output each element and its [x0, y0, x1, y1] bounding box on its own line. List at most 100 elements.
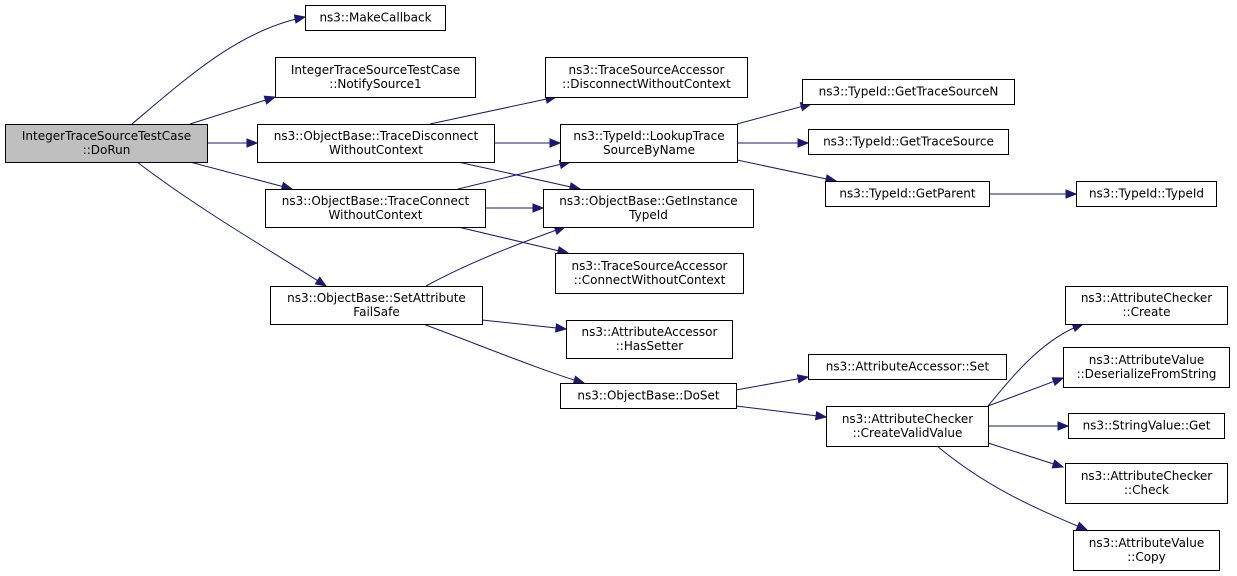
arrowhead-icon [1051, 459, 1065, 469]
node-label-line: ns3::TypeId::GetParent [839, 187, 975, 201]
node-gettracesource[interactable]: ns3::TypeId::GetTraceSource [808, 129, 1009, 155]
node-box [1063, 347, 1230, 388]
call-graph-edges [131, 14, 1089, 531]
node-gettracesourcen[interactable]: ns3::TypeId::GetTraceSourceN [802, 79, 1015, 105]
node-label-line: ns3::AttributeChecker [1081, 469, 1212, 483]
node-box [555, 253, 744, 294]
node-box [566, 320, 733, 359]
node-label-line: ns3::AttributeAccessor [582, 325, 718, 339]
arrowhead-icon [293, 14, 307, 24]
node-doset[interactable]: ns3::ObjectBase::DoSet [560, 383, 737, 409]
arrowhead-icon [1065, 189, 1078, 199]
node-label-line: ns3::TypeId::GetTraceSourceN [819, 85, 999, 99]
node-label-line: WithoutContext [329, 143, 423, 157]
arrowhead-icon [1051, 377, 1065, 387]
node-box [826, 406, 989, 447]
edge-setattrfailsafe-to-doset [422, 323, 586, 385]
node-dorun: IntegerTraceSourceTestCase::DoRun [5, 124, 208, 163]
edge-setattrfailsafe-to-hassetter [481, 319, 568, 333]
arrowhead-icon [572, 375, 586, 385]
edge-dorun-to-setattrfailsafe [136, 161, 328, 287]
arrowhead-icon [1057, 421, 1070, 431]
edge-createvalidvalue-to-checkercreate [987, 323, 1085, 407]
node-box [808, 354, 1007, 380]
arrowhead-icon [314, 276, 328, 287]
node-label-line: ns3::StringValue::Get [1083, 419, 1211, 433]
node-label-line: FailSafe [353, 305, 399, 319]
node-label-line: ::DeserializeFromString [1077, 367, 1217, 381]
node-traceconnect[interactable]: ns3::ObjectBase::TraceConnectWithoutCont… [265, 189, 486, 228]
edge-traceconnect-to-getinstancetypeid [485, 203, 545, 213]
node-box [1073, 530, 1220, 571]
node-box [5, 124, 208, 163]
node-checkercheck[interactable]: ns3::AttributeChecker::Check [1065, 463, 1228, 504]
node-box [270, 286, 483, 325]
node-box [305, 5, 446, 31]
node-box [808, 129, 1009, 155]
node-accessorset[interactable]: ns3::AttributeAccessor::Set [808, 354, 1007, 380]
node-label-line: ns3::TraceSourceAccessor [572, 259, 728, 273]
node-notifysource1[interactable]: IntegerTraceSourceTestCase::NotifySource… [275, 57, 476, 98]
node-checkercreate[interactable]: ns3::AttributeChecker::Create [1065, 286, 1228, 325]
node-label-line: ::Create [1123, 305, 1171, 319]
edge-createvalidvalue-to-checkercheck [987, 442, 1065, 469]
call-graph-nodes: IntegerTraceSourceTestCase::DoRun ns3::Ma… [5, 5, 1230, 571]
edge-lookuptrace-to-getparent [736, 159, 838, 184]
node-label-line: ::ConnectWithoutContext [574, 273, 726, 287]
node-label-line: IntegerTraceSourceTestCase [291, 63, 460, 77]
node-label-line: ns3::TypeId::GetTraceSource [823, 135, 994, 149]
node-label-line: SourceByName [603, 143, 695, 157]
node-typeid[interactable]: ns3::TypeId::TypeId [1076, 181, 1217, 207]
node-box [545, 57, 748, 98]
node-tracedisconnect[interactable]: ns3::ObjectBase::TraceDisconnectWithoutC… [257, 124, 495, 163]
node-hassetter[interactable]: ns3::AttributeAccessor::HasSetter [566, 320, 733, 359]
node-label-line: ns3::ObjectBase::TraceConnect [282, 194, 470, 208]
node-label-line: WithoutContext [329, 208, 423, 222]
node-box [1065, 463, 1228, 504]
node-box [825, 181, 990, 207]
node-label-line: ns3::AttributeChecker [1081, 291, 1212, 305]
edge-createvalidvalue-to-deserialize [987, 377, 1065, 407]
node-box [257, 124, 495, 163]
node-label-line: ::DoRun [83, 143, 131, 157]
node-label-line: ns3::TypeId::TypeId [1089, 187, 1204, 201]
node-label-line: ::CreateValidValue [853, 426, 963, 440]
node-box [543, 189, 754, 228]
arrowhead-icon [246, 138, 259, 148]
node-label-line: ns3::ObjectBase::DoSet [577, 389, 720, 403]
node-box [1068, 413, 1225, 439]
edge-tracedisconnect-to-tsa_disconnect [429, 94, 558, 125]
edge-dorun-to-makecallback [131, 14, 307, 125]
node-makecallback[interactable]: ns3::MakeCallback [305, 5, 446, 31]
edge-traceconnect-to-tsa_connect [457, 226, 570, 256]
arrowhead-icon [532, 203, 545, 213]
node-label-line: ns3::AttributeValue [1089, 536, 1205, 550]
node-label-line: ns3::TraceSourceAccessor [569, 63, 725, 77]
node-createvalidvalue[interactable]: ns3::AttributeChecker::CreateValidValue [826, 406, 989, 447]
node-getparent[interactable]: ns3::TypeId::GetParent [825, 181, 990, 207]
node-box [560, 124, 738, 163]
node-label-line: ::NotifySource1 [329, 77, 421, 91]
node-box [802, 79, 1015, 105]
node-valuecopy[interactable]: ns3::AttributeValue::Copy [1073, 530, 1220, 571]
node-tsa-connect[interactable]: ns3::TraceSourceAccessor::ConnectWithout… [555, 253, 744, 294]
node-label-line: IntegerTraceSourceTestCase [22, 129, 191, 143]
node-deserialize[interactable]: ns3::AttributeValue::DeserializeFromStri… [1063, 347, 1230, 388]
node-box [560, 383, 737, 409]
node-tsa-disconnect[interactable]: ns3::TraceSourceAccessor::DisconnectWith… [545, 57, 748, 98]
edge-getparent-to-typeid [989, 189, 1078, 199]
edge-createvalidvalue-to-stringvalueget [988, 421, 1070, 431]
arrowhead-icon [796, 374, 810, 384]
node-box [1065, 286, 1228, 325]
node-label-line: ns3::ObjectBase::SetAttribute [287, 291, 466, 305]
node-stringvalueget[interactable]: ns3::StringValue::Get [1068, 413, 1225, 439]
arrowhead-icon [815, 411, 828, 421]
node-label-line: ns3::TypeId::LookupTrace [573, 129, 724, 143]
edge-createvalidvalue-to-valuecopy [936, 445, 1089, 531]
edge-doset-to-accessorset [735, 374, 810, 391]
node-label-line: ns3::ObjectBase::GetInstance [559, 194, 737, 208]
